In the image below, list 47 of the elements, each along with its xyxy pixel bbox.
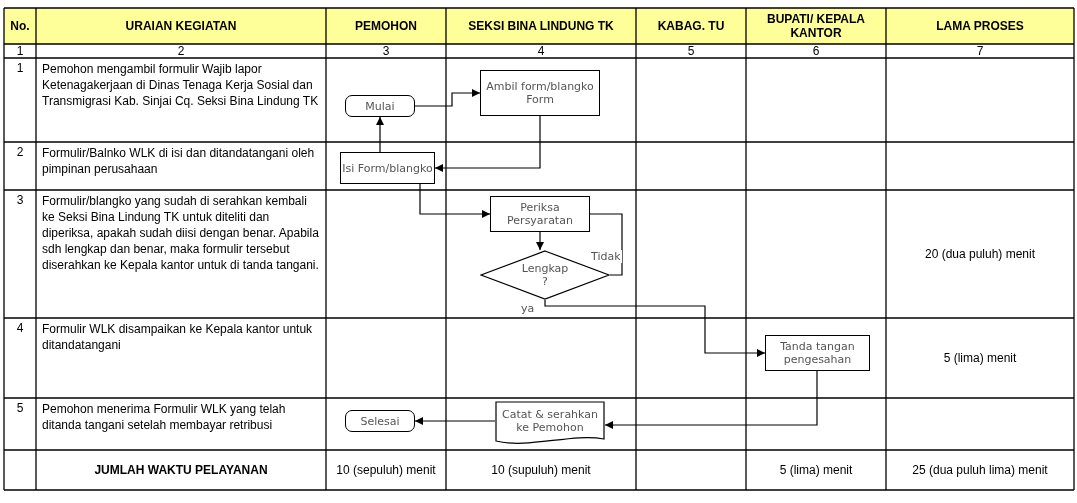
column-header-text: LAMA PROSES bbox=[936, 19, 1024, 33]
row-number: 4 bbox=[16, 321, 24, 335]
arrow bbox=[604, 370, 818, 429]
duration-text: 5 (lima) menit bbox=[943, 350, 1017, 366]
column-header-text: PEMOHON bbox=[355, 19, 417, 33]
column-number: 3 bbox=[382, 44, 390, 58]
column-header-text: BUPATI/ KEPALA KANTOR bbox=[766, 12, 866, 40]
process-box: Ambil form/blangko Form bbox=[480, 70, 600, 116]
column-number: 4 bbox=[537, 44, 545, 58]
duration-text: 25 (dua puluh lima) menit bbox=[912, 462, 1048, 478]
arrow bbox=[414, 89, 481, 107]
column-number: 6 bbox=[812, 44, 820, 58]
duration-text: 10 (supuluh) menit bbox=[491, 462, 591, 478]
column-number: 5 bbox=[687, 44, 695, 58]
arrow bbox=[536, 231, 544, 251]
column-number: 7 bbox=[976, 44, 984, 58]
row-number: 5 bbox=[16, 401, 24, 415]
arrow bbox=[434, 115, 541, 172]
duration-text: 5 (lima) menit bbox=[779, 462, 853, 478]
activity-description: Pemohon menerima Formulir WLK yang telah ditanda tangani setelah membayar retribusi bbox=[42, 402, 286, 432]
activity-description: Formulir/blangko yang sudah di serahkan kembali ke Seksi Bina Lindung TK untuk diteliti dan diperiksa, apakah sudah diisi dengan benar. Apabila sdh lengkap dan benar, maka formulir tersebut diserahkan ke Kepala kantor untuk di tanda tangani. bbox=[42, 194, 319, 272]
column-header-text: KABAG. TU bbox=[657, 19, 725, 33]
terminator-box: Mulai bbox=[345, 95, 415, 117]
process-box: Isi Form/blangko bbox=[340, 152, 435, 184]
arrow bbox=[414, 417, 496, 425]
arrow bbox=[419, 183, 491, 218]
column-header-text: URAIAN KEGIATAN bbox=[125, 19, 237, 33]
arrow bbox=[376, 116, 384, 153]
terminator-box: Selesai bbox=[345, 410, 415, 432]
connector-line bbox=[589, 213, 623, 276]
column-number: 1 bbox=[16, 44, 24, 58]
duration-text: 20 (dua puluh) menit bbox=[924, 246, 1036, 262]
activity-description: Formulir WLK disampaikan ke Kepala kantor untuk ditandatangani bbox=[42, 322, 313, 352]
column-header-text: No. bbox=[10, 19, 30, 33]
column-header-text: SEKSI BINA LINDUNG TK bbox=[468, 19, 614, 33]
column-number: 2 bbox=[177, 44, 185, 58]
activity-description: Pemohon mengambil formulir Wajib lapor Ketenagakerjaan di Dinas Tenaga Kerja Sosial dan Transmigrasi Kab. Sinjai Cq. Seksi Bina Lindung TK bbox=[42, 62, 319, 108]
document-shape: Catat & serahkan ke Pemohon bbox=[495, 401, 605, 447]
activity-description: Formulir/Balnko WLK di isi dan ditandatangani oleh pimpinan perusahaan bbox=[42, 146, 315, 176]
row-number: 3 bbox=[16, 193, 24, 207]
total-label: JUMLAH WAKTU PELAYANAN bbox=[94, 462, 268, 478]
duration-text: 10 (sepuluh) menit bbox=[336, 462, 436, 478]
process-box: Tanda tangan pengesahan bbox=[765, 335, 870, 371]
row-number: 2 bbox=[16, 145, 24, 159]
arrow bbox=[544, 299, 766, 357]
process-box: Periksa Persyaratan bbox=[490, 196, 590, 232]
row-number: 1 bbox=[16, 61, 24, 75]
